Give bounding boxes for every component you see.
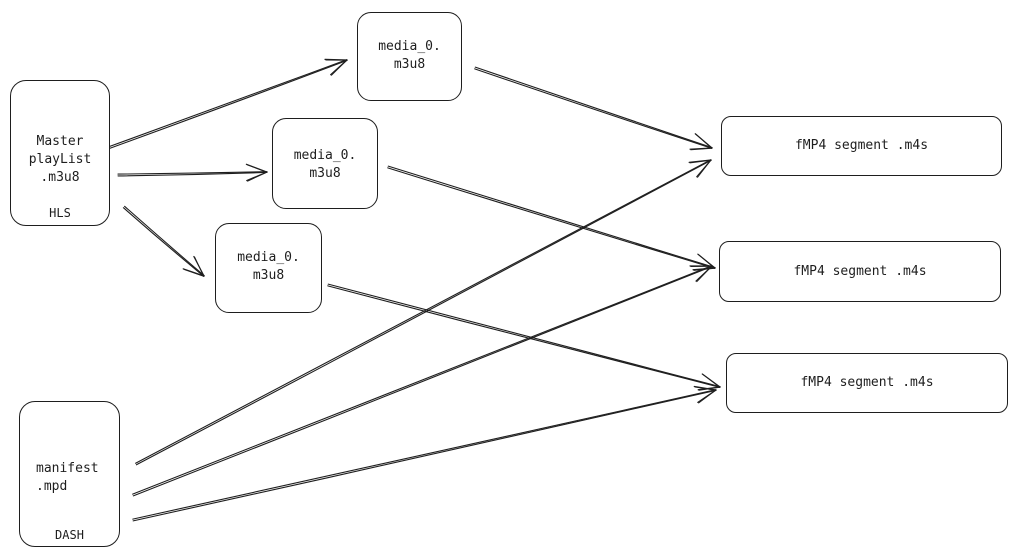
segment-label-1: fMP4 segment .m4s [794,138,929,153]
master-playlist-label: Master playList .m3u8 [28,134,92,185]
manifest-node: manifest .mpd DASH [19,401,120,547]
arrow-master-to-media_2 [117,163,268,182]
dash-tag: DASH [55,528,84,542]
segment-node-3: fMP4 segment .m4s [726,353,1008,413]
segment-label-3: fMP4 segment .m4s [800,375,934,390]
arrow-manifest-to-segment_2 [132,265,713,497]
manifest-label: manifest .mpd [36,461,99,494]
arrow-master-to-media_1 [107,58,348,150]
arrow-media_3-to-segment_3 [327,283,721,391]
arrow-manifest-to-segment_1 [135,159,712,466]
media-playlist-node-1: media_0. m3u8 [357,12,462,101]
arrow-master-to-media_3 [122,205,205,277]
media-playlist-label-2: media_0. m3u8 [293,148,357,181]
segment-node-1: fMP4 segment .m4s [721,116,1002,176]
media-playlist-label-3: media_0. m3u8 [237,250,300,283]
arrow-manifest-to-segment_3 [132,385,717,522]
media-playlist-node-2: media_0. m3u8 [272,118,378,209]
segment-label-2: fMP4 segment .m4s [793,264,927,279]
arrow-media_2-to-segment_2 [387,165,716,271]
hls-tag: HLS [49,206,71,220]
master-playlist-node: Master playList .m3u8 HLS [10,80,110,226]
media-playlist-label-1: media_0. m3u8 [378,39,441,72]
media-playlist-node-3: media_0. m3u8 [215,223,322,313]
arrow-media_1-to-segment_1 [474,66,713,151]
segment-node-2: fMP4 segment .m4s [719,241,1001,302]
